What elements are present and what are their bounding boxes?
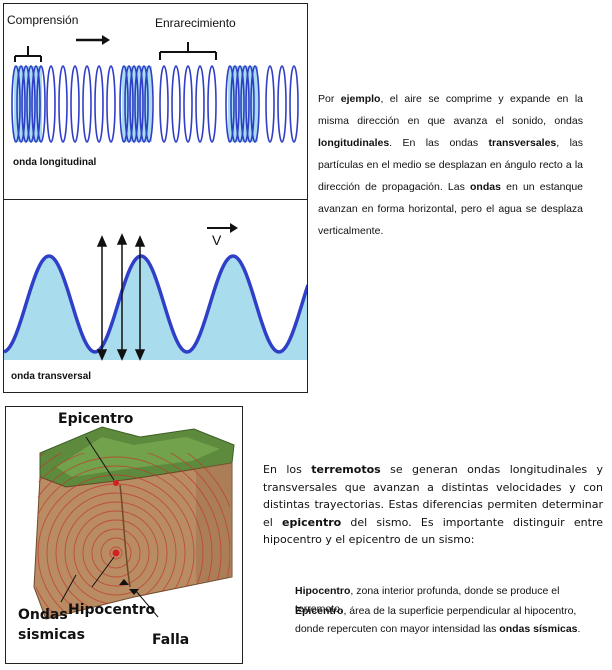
coil: [289, 65, 299, 143]
compression-label: Comprensión: [7, 13, 79, 27]
coil: [171, 65, 181, 143]
hypocenter-definition: Hipocentro, zona interior profunda, dond…: [295, 585, 560, 615]
transverse-wave-panel: V onda transversal: [3, 199, 308, 393]
coil: [245, 65, 255, 143]
coil: [26, 65, 36, 143]
rarefaction-label: Enrarecimiento: [155, 16, 236, 30]
coil: [124, 65, 134, 143]
transverse-caption: onda transversal: [11, 371, 92, 382]
coil: [46, 65, 56, 143]
coil: [134, 65, 144, 143]
coil: [139, 65, 149, 143]
coil: [119, 65, 129, 143]
coil: [82, 65, 92, 143]
velocity-label: V: [212, 232, 222, 248]
coil: [144, 65, 154, 143]
coil: [159, 65, 169, 143]
coil: [70, 65, 80, 143]
coil: [21, 65, 31, 143]
earthquake-paragraph: En los terremotos se generan ondas longi…: [263, 463, 603, 546]
coil: [235, 65, 245, 143]
coil: [230, 65, 240, 143]
coil: [31, 65, 41, 143]
coil: [94, 65, 104, 143]
seismic-waves-label: Ondas sismicas: [18, 607, 85, 643]
epicenter-definition: Epicentro, área de la superficie perpend…: [295, 605, 581, 635]
coil: [225, 65, 235, 143]
coil: [183, 65, 193, 143]
transverse-wave-figure: [4, 223, 307, 361]
waves-paragraph: Por ejemplo, el aire se comprime y expan…: [318, 93, 583, 237]
coil: [106, 65, 116, 143]
coil: [207, 65, 217, 143]
coil: [11, 65, 21, 143]
coil: [36, 65, 46, 143]
coil: [277, 65, 287, 143]
longitudinal-wave-figure: [11, 35, 299, 143]
longitudinal-wave-panel: Comprensión Enrarecimiento onda longitud…: [3, 3, 308, 200]
coil: [265, 65, 275, 143]
coil: [16, 65, 26, 143]
coil: [240, 65, 250, 143]
earthquake-block-figure: [33, 426, 235, 620]
hypocenter-label: Hipocentro: [68, 602, 156, 618]
coil: [129, 65, 139, 143]
coil: [195, 65, 205, 143]
fault-label: Falla: [152, 632, 190, 648]
coil: [250, 65, 260, 143]
longitudinal-caption: onda longitudinal: [13, 157, 97, 168]
earthquake-panel: Epicentro Hipocentro Ondas sismicas Fall…: [5, 406, 243, 664]
coil: [58, 65, 68, 143]
epicenter-label: Epicentro: [58, 411, 134, 427]
